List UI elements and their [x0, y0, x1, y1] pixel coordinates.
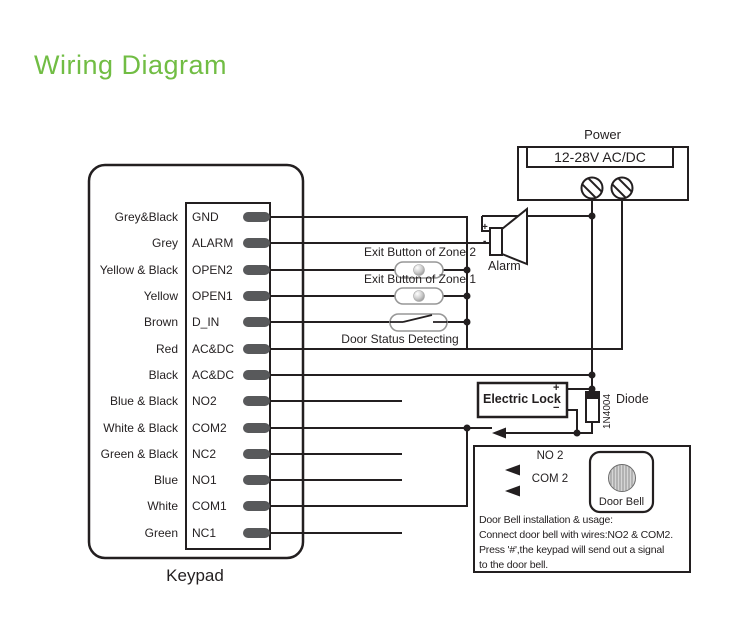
exit-button-zone2-label: Exit Button of Zone 2	[363, 245, 477, 259]
door-bell-note-line3: Press '#',the keypad will send out a sig…	[479, 544, 665, 556]
terminal-name: NO1	[192, 473, 217, 487]
electric-lock-box	[476, 381, 569, 419]
terminal-name: OPEN1	[192, 289, 233, 303]
lock-minus-sign: −	[553, 402, 560, 414]
terminal-row: Blue & Black NO2	[0, 392, 270, 410]
wire-color-label: Blue & Black	[109, 394, 178, 408]
wire-color-label: Green	[144, 526, 178, 540]
door-bell-label: Door Bell	[598, 496, 645, 508]
terminal-row: White & Black COM2	[0, 419, 270, 437]
wire-color-label: Yellow	[143, 289, 178, 303]
electric-lock-label: Electric Lock	[483, 392, 561, 406]
wire-color-label: White & Black	[103, 421, 178, 435]
wires	[270, 199, 623, 534]
no2-arrow	[505, 464, 520, 476]
door-status-label: Door Status Detecting	[341, 332, 459, 346]
terminal-row: Yellow & Black OPEN2	[0, 261, 270, 279]
wire-color-label: Grey&Black	[114, 210, 178, 224]
door-bell-note-line2: Connect door bell with wires:NO2 & COM2.	[479, 529, 673, 541]
wire-color-label: Black	[148, 368, 178, 382]
lock-minus-arrow	[492, 427, 506, 439]
terminal-name: COM1	[192, 499, 227, 513]
wire-color-label: White	[147, 499, 178, 513]
terminal-row: White COM1	[0, 497, 270, 515]
power-supply-box	[517, 146, 689, 201]
power-rating: 12-28V AC/DC	[554, 149, 646, 165]
terminal-row: Red AC&DC	[0, 340, 270, 358]
wire-color-label: Green & Black	[100, 447, 178, 461]
alarm-minus-sign: -	[483, 236, 487, 247]
terminal-name: AC&DC	[192, 368, 235, 382]
terminal-name: COM2	[192, 421, 227, 435]
terminal-row: Grey&Black GND	[0, 208, 270, 226]
terminal-name: NC2	[192, 447, 217, 461]
alarm-plus-sign: +	[482, 222, 488, 233]
keypad-label: Keypad	[166, 566, 224, 585]
page-title: Wiring Diagram	[34, 50, 228, 80]
terminal-name: AC&DC	[192, 342, 235, 356]
door-bell-note-line1: Door Bell installation & usage:	[479, 514, 613, 526]
wire-color-label: Yellow & Black	[99, 263, 178, 277]
diode-icon	[585, 391, 600, 423]
terminal-row: Brown D_IN	[0, 313, 270, 331]
terminal-name: GND	[192, 210, 219, 224]
terminal-name: D_IN	[192, 315, 220, 329]
terminal-row: Green & Black NC2	[0, 445, 270, 463]
terminal-name: NO2	[192, 394, 217, 408]
door-bell-com2-label: COM 2	[531, 473, 569, 485]
door-bell-note-line4: to the door bell.	[479, 559, 548, 571]
com2-arrow	[505, 485, 520, 497]
bell-speaker-icon	[608, 464, 636, 492]
diode-part-number: 1N4004	[602, 393, 613, 429]
diode-label: Diode	[616, 392, 649, 406]
terminal-name: NC1	[192, 526, 217, 540]
exit-button-zone2-icon	[394, 261, 444, 279]
wire-color-label: Red	[155, 342, 178, 356]
terminal-name: OPEN2	[192, 263, 233, 277]
door-bell-box	[473, 445, 691, 573]
wire-color-label: Grey	[151, 236, 178, 250]
wire-color-label: Brown	[143, 315, 178, 329]
exit-button-zone1-icon	[394, 287, 444, 305]
terminal-row: Blue NO1	[0, 471, 270, 489]
door-switch-icon	[389, 313, 448, 332]
power-label: Power	[584, 127, 621, 142]
terminal-row: Green NC1	[0, 524, 270, 542]
terminal-pins	[243, 212, 270, 538]
alarm-speaker-icon	[489, 206, 528, 266]
exit-button-zone1-label: Exit Button of Zone 1	[363, 272, 477, 286]
junction-dots	[463, 212, 596, 437]
alarm-label: Alarm	[488, 259, 521, 273]
terminal-row: Black AC&DC	[0, 366, 270, 384]
door-bell-no2-label: NO 2	[536, 450, 564, 462]
wire-color-label: Blue	[153, 473, 178, 487]
terminal-row: Grey ALARM	[0, 234, 270, 252]
lock-plus-sign: +	[553, 382, 560, 394]
connection-arrows	[492, 427, 520, 497]
terminal-name: ALARM	[192, 236, 234, 250]
terminal-row: Yellow OPEN1	[0, 287, 270, 305]
